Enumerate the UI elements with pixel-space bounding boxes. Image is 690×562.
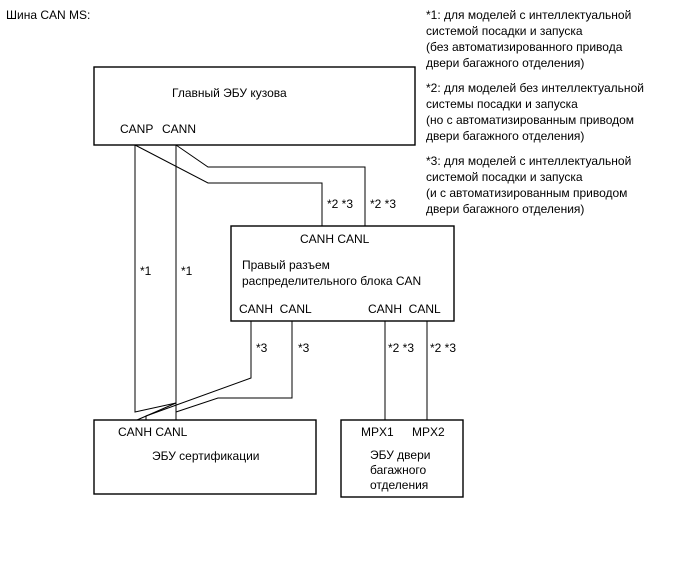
note-mark-star23-canh-top: *2 *3 — [327, 197, 353, 211]
svg-text:системой посадки и запуска: системой посадки и запуска — [426, 24, 583, 38]
note-mark-star23-mpx1: *2 *3 — [388, 341, 414, 355]
footnote-1: *1: для моделей с интеллектуальной систе… — [426, 8, 631, 70]
svg-text:системой посадки и запуска: системой посадки и запуска — [426, 170, 583, 184]
main-body-ecu: Главный ЭБУ кузова CANP CANN — [93, 66, 416, 146]
main-body-ecu-label: Главный ЭБУ кузова — [172, 86, 287, 100]
door-ecu-label-line1: ЭБУ двери — [370, 448, 430, 462]
svg-text:*3: для моделей с интеллектуал: *3: для моделей с интеллектуальной — [426, 154, 631, 168]
svg-text:системы посадки и запуска: системы посадки и запуска — [426, 97, 578, 111]
note-mark-star1-left: *1 — [140, 264, 152, 278]
door-ecu-label-line2: багажного — [370, 463, 427, 477]
wire-cann-to-junction-canl — [175, 144, 366, 226]
junction-label-line1: Правый разъем — [242, 258, 330, 272]
note-mark-star3-canl: *3 — [298, 341, 310, 355]
note-mark-star23-canl-top: *2 *3 — [370, 197, 396, 211]
main-body-ecu-box — [93, 66, 416, 146]
cert-ecu-label: ЭБУ сертификации — [152, 449, 260, 463]
junction-bottom-right-pins: CANH CANL — [368, 302, 441, 316]
footnote-2: *2: для моделей без интеллектуальной сис… — [426, 81, 644, 143]
can-junction-connector: CANH CANL Правый разъем распределительно… — [230, 225, 455, 322]
cann-pin-label: CANN — [162, 122, 196, 136]
wire-canp-to-junction-canh — [134, 144, 323, 226]
mpx2-pin-label: MPX2 — [412, 425, 445, 439]
back-door-ecu-box — [340, 419, 464, 498]
cert-ecu-pins: CANH CANL — [118, 425, 188, 439]
junction-bottom-left-pins: CANH CANL — [239, 302, 312, 316]
certification-ecu-box — [93, 419, 317, 495]
svg-text:(без автоматизированного приво: (без автоматизированного привода — [426, 40, 623, 54]
mpx1-pin-label: MPX1 — [361, 425, 394, 439]
wire-junction-canh-to-cert — [145, 321, 252, 420]
canp-pin-label: CANP — [120, 122, 153, 136]
junction-top-pins: CANH CANL — [300, 232, 370, 246]
door-ecu-label-line3: отделения — [370, 478, 428, 492]
svg-text:(но с автоматизированным приво: (но с автоматизированным приводом — [426, 113, 634, 127]
note-mark-star23-mpx2: *2 *3 — [430, 341, 456, 355]
wire-cann-to-cert-canh — [136, 145, 177, 421]
diagram-title: Шина CAN MS: — [6, 8, 90, 22]
svg-text:двери багажного отделения): двери багажного отделения) — [426, 202, 584, 216]
note-mark-star3-canh: *3 — [256, 341, 268, 355]
svg-text:(и с автоматизированным привод: (и с автоматизированным приводом — [426, 186, 627, 200]
junction-label-line2: распределительного блока CAN — [242, 274, 421, 288]
note-mark-star1-right: *1 — [181, 264, 193, 278]
svg-text:*1: для моделей с интеллектуал: *1: для моделей с интеллектуальной — [426, 8, 631, 22]
svg-text:двери багажного отделения): двери багажного отделения) — [426, 56, 584, 70]
certification-ecu: CANH CANL ЭБУ сертификации — [93, 419, 317, 495]
back-door-ecu: MPX1 MPX2 ЭБУ двери багажного отделения — [340, 419, 464, 498]
wire-junction-canl-to-cert — [175, 321, 293, 413]
footnote-3: *3: для моделей с интеллектуальной систе… — [426, 154, 631, 216]
wire-canp-to-cert — [134, 145, 177, 413]
svg-text:*2: для моделей без интеллекту: *2: для моделей без интеллектуальной — [426, 81, 644, 95]
svg-text:двери багажного отделения): двери багажного отделения) — [426, 129, 584, 143]
can-junction-connector-box — [230, 225, 455, 322]
